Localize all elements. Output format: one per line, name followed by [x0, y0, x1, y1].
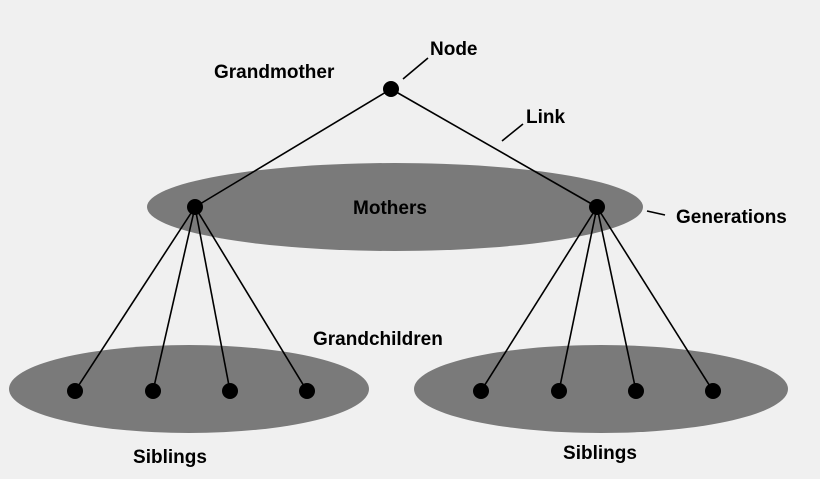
right-mother-node [589, 199, 605, 215]
right-child-node-4 [705, 383, 721, 399]
right-child-node-2 [551, 383, 567, 399]
link-right-mother-to-child-4 [596, 206, 714, 392]
mothers-label: Mothers [353, 198, 427, 219]
nodes [67, 81, 721, 399]
grandchildren-label: Grandchildren [313, 329, 443, 350]
grandmother-node [383, 81, 399, 97]
mothers-generation-ellipse [147, 163, 643, 251]
grandmother-label: Grandmother [214, 62, 335, 83]
left-mother-node [187, 199, 203, 215]
link-left-mother-to-child-2 [152, 206, 196, 392]
left-siblings-generation-ellipse [9, 345, 369, 433]
generations-leader-line [646, 210, 666, 216]
right-siblings-generation-ellipse [414, 345, 788, 433]
link-label: Link [526, 107, 565, 128]
link-grandmother-to-left-mother [194, 88, 392, 208]
left-child-node-1 [67, 383, 83, 399]
link-left-mother-to-child-1 [74, 206, 196, 392]
left-child-node-4 [299, 383, 315, 399]
link-right-mother-to-child-3 [596, 206, 637, 392]
link-leader-line [501, 123, 524, 142]
generations-label: Generations [676, 207, 787, 228]
node-leader-line [402, 57, 429, 80]
right-child-node-1 [473, 383, 489, 399]
link-left-mother-to-child-4 [194, 206, 308, 392]
left-siblings-label: Siblings [133, 447, 207, 468]
link-grandmother-to-right-mother [390, 88, 598, 208]
link-right-mother-to-child-2 [558, 206, 598, 392]
right-siblings-label: Siblings [563, 443, 637, 464]
link-right-mother-to-child-1 [480, 206, 598, 392]
links [74, 88, 714, 392]
left-child-node-2 [145, 383, 161, 399]
left-child-node-3 [222, 383, 238, 399]
link-left-mother-to-child-3 [194, 206, 231, 392]
right-child-node-3 [628, 383, 644, 399]
node-label: Node [430, 39, 478, 60]
